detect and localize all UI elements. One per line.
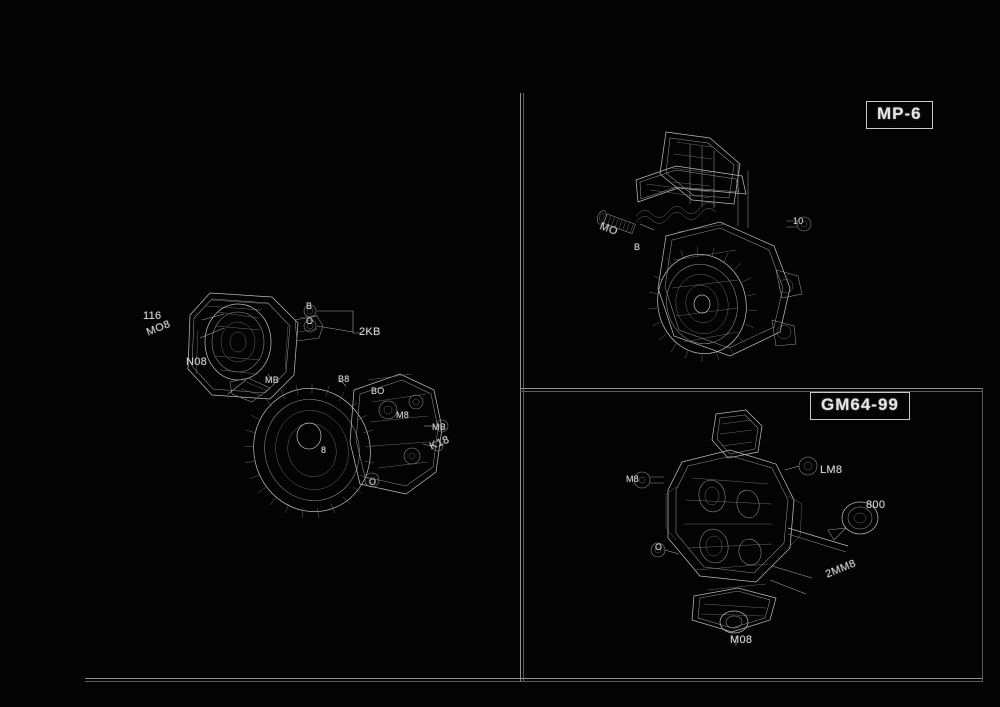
top-right-label-b: B bbox=[634, 242, 641, 252]
sheet-bottom-rule-shadow bbox=[85, 681, 983, 682]
panel-divider-vertical bbox=[520, 93, 521, 681]
top-right-caption-box: MP-6 bbox=[866, 101, 933, 129]
left-label-o: O bbox=[306, 316, 314, 326]
top-right-caption-text: MP-6 bbox=[877, 104, 922, 123]
left-label-bo: BO bbox=[371, 386, 385, 396]
panel-divider-horizontal-shadow bbox=[520, 391, 983, 392]
left-label-mb-right: MB bbox=[432, 422, 447, 432]
bottom-right-caption-text: GM64-99 bbox=[821, 395, 899, 414]
bottom-right-label-m8: M8 bbox=[626, 474, 640, 484]
bottom-right-caption-box: GM64-99 bbox=[810, 392, 910, 420]
panel-divider-horizontal bbox=[520, 388, 983, 389]
bottom-right-assembly-art bbox=[620, 400, 900, 650]
left-label-116: 116 bbox=[143, 310, 162, 322]
bottom-right-label-lm8: LM8 bbox=[820, 464, 843, 476]
bottom-right-label-o: O bbox=[655, 542, 663, 552]
panel-divider-vertical-shadow bbox=[523, 93, 524, 681]
bottom-right-label-m08: M08 bbox=[730, 634, 753, 646]
left-label-b: B bbox=[306, 301, 313, 311]
left-label-n08: N08 bbox=[186, 356, 208, 368]
left-label-mb: MB bbox=[265, 375, 280, 385]
bottom-right-label-800: 800 bbox=[866, 499, 886, 511]
sheet-right-edge-rule bbox=[982, 388, 983, 681]
left-label-b8: B8 bbox=[338, 374, 350, 384]
top-right-label-10: 10 bbox=[793, 216, 804, 226]
left-label-2kb: 2KB bbox=[359, 326, 381, 338]
top-right-assembly-art bbox=[590, 120, 850, 370]
left-label-8: 8 bbox=[321, 445, 327, 455]
left-label-o-low: O bbox=[369, 477, 377, 487]
left-label-m8: M8 bbox=[396, 410, 410, 420]
left-assembly-art bbox=[120, 270, 500, 530]
sheet-bottom-rule bbox=[85, 678, 983, 679]
